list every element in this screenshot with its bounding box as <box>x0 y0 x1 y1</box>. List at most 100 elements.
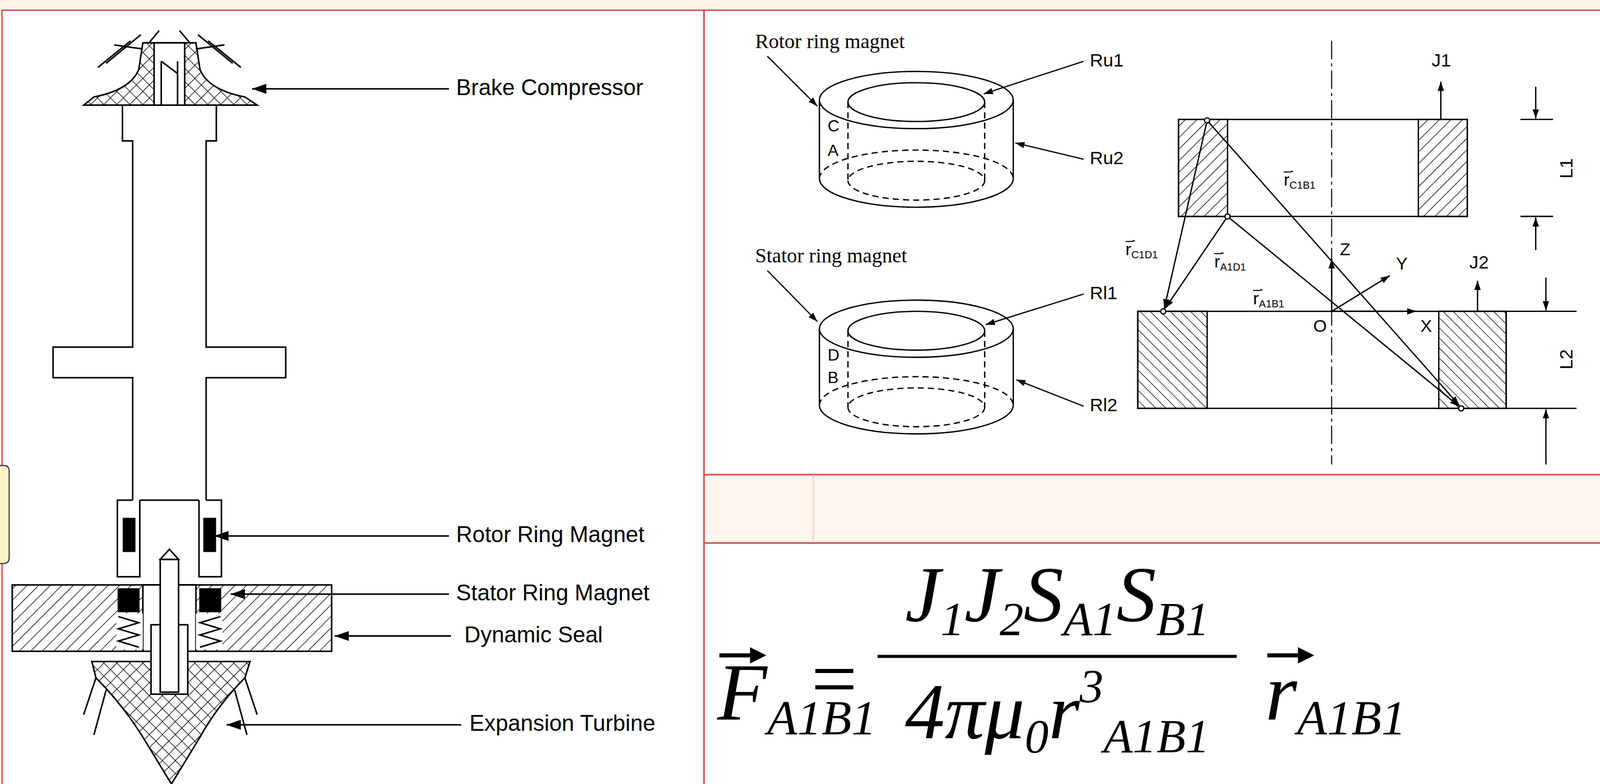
cross-section <box>1137 311 1506 409</box>
subscript: 2 <box>999 592 1024 646</box>
vector-arrowhead <box>1290 170 1294 173</box>
leader-line <box>767 56 1085 407</box>
subscript: D <box>1144 249 1153 261</box>
leader-line <box>767 270 818 322</box>
subscript: C <box>1131 249 1139 261</box>
vector-symbol: F <box>717 651 768 734</box>
symbol: S <box>1116 549 1157 639</box>
turbomachine-section <box>53 105 286 501</box>
axis-label: Z <box>1339 240 1351 259</box>
cross-section <box>1164 120 1208 309</box>
cross-section <box>1458 405 1464 411</box>
cross-section <box>1505 119 1577 409</box>
panels <box>704 543 1600 784</box>
subscript: 1 <box>1132 709 1157 763</box>
subscript: 1 <box>1152 249 1158 261</box>
cross-section <box>1227 216 1460 407</box>
panels <box>0 465 10 564</box>
panels <box>704 474 1600 544</box>
vector-arrowhead <box>1221 252 1225 255</box>
panels <box>812 474 814 544</box>
subscript: B <box>1156 592 1186 646</box>
turbomachine-section <box>199 589 221 612</box>
radius-label: Ru2 <box>1089 148 1124 168</box>
fraction-bar <box>877 654 1237 658</box>
panels <box>704 10 1600 475</box>
subscript: 1 <box>1240 261 1247 273</box>
ring-magnet-sketch <box>847 161 985 200</box>
point-label: C <box>827 118 840 135</box>
symbol: π <box>944 666 985 756</box>
subscript: C <box>1289 179 1298 191</box>
ring-magnet-sketch <box>847 388 985 427</box>
vector-symbol: r <box>1125 240 1132 259</box>
dimension-label: L2 <box>1557 349 1576 370</box>
subscript: 1 <box>1381 690 1407 745</box>
symbol: S <box>1023 549 1064 639</box>
ring-magnet-sketch <box>847 82 985 122</box>
turbomachine-section <box>160 549 179 560</box>
symbol: r <box>1048 666 1080 756</box>
part-label: Rotor ring magnet <box>755 30 906 52</box>
subscript: B <box>1302 179 1311 191</box>
leader-line <box>230 593 449 595</box>
cross-section <box>1545 277 1547 311</box>
vector-arrow <box>718 652 754 658</box>
vector-label: rA1D1 <box>1214 253 1247 271</box>
subscript: 1 <box>1278 298 1284 310</box>
subscript: B <box>1271 298 1279 310</box>
part-label: Expansion Turbine <box>469 712 656 735</box>
turbomachine-section <box>153 42 185 106</box>
cross-section <box>1204 118 1210 124</box>
subscript: A <box>1220 261 1228 273</box>
subscript: 1 <box>1309 179 1316 191</box>
leader-line <box>767 56 818 107</box>
vector-label: rC1B1 <box>1283 171 1316 189</box>
leader-line <box>983 61 1085 95</box>
point-label: A <box>827 142 839 160</box>
subscript: 1 <box>1296 179 1303 191</box>
leader-line <box>214 88 462 726</box>
subscript: 1 <box>1227 261 1233 273</box>
cross-section <box>1178 119 1228 217</box>
magnetization-label: J1 <box>1431 51 1452 70</box>
part-label: Brake Compressor <box>456 76 644 100</box>
vector-symbol: r <box>1253 289 1259 308</box>
point-label: D <box>827 347 840 364</box>
leader-line <box>214 534 449 537</box>
ring-magnet-sketch <box>847 330 985 408</box>
subscript: A <box>767 690 798 745</box>
cross-section <box>1418 119 1468 217</box>
fraction-bar <box>877 655 1237 657</box>
cross-section <box>1165 216 1228 309</box>
subscript: 1 <box>1326 690 1352 745</box>
radius-label: Rl2 <box>1089 395 1118 415</box>
cross-section <box>1331 259 1333 312</box>
axis-label: O <box>1313 317 1327 335</box>
leader-line <box>1015 142 1085 160</box>
cross-section <box>1207 120 1460 406</box>
formula-term: = <box>810 638 858 720</box>
subscript: 1 <box>1185 592 1210 646</box>
turbomachine-section <box>160 559 179 692</box>
vector-symbol: r <box>1265 651 1297 734</box>
turbomachine-section <box>161 61 178 106</box>
ring-magnet-sketch <box>819 71 1013 129</box>
vector-arrowhead <box>750 647 767 664</box>
vector-label: rC1D1 <box>1125 240 1158 259</box>
vector-symbol: r <box>1283 171 1290 189</box>
subscript: B <box>1351 690 1382 745</box>
symbol: J <box>905 549 941 639</box>
turbomachine-section <box>12 30 332 784</box>
ring-magnet-sketch <box>847 311 985 351</box>
leader-line <box>334 635 452 637</box>
panels <box>2 10 705 784</box>
cross-section <box>1225 213 1231 219</box>
vector-label: rA1B1 <box>1253 289 1285 308</box>
subscript: D <box>1232 261 1241 273</box>
subscript: 1 <box>1265 298 1272 310</box>
axis-label: X <box>1420 317 1433 335</box>
formula-term: J1J2SA1SB1 <box>905 554 1210 635</box>
ring-magnet-sketch <box>847 102 985 182</box>
